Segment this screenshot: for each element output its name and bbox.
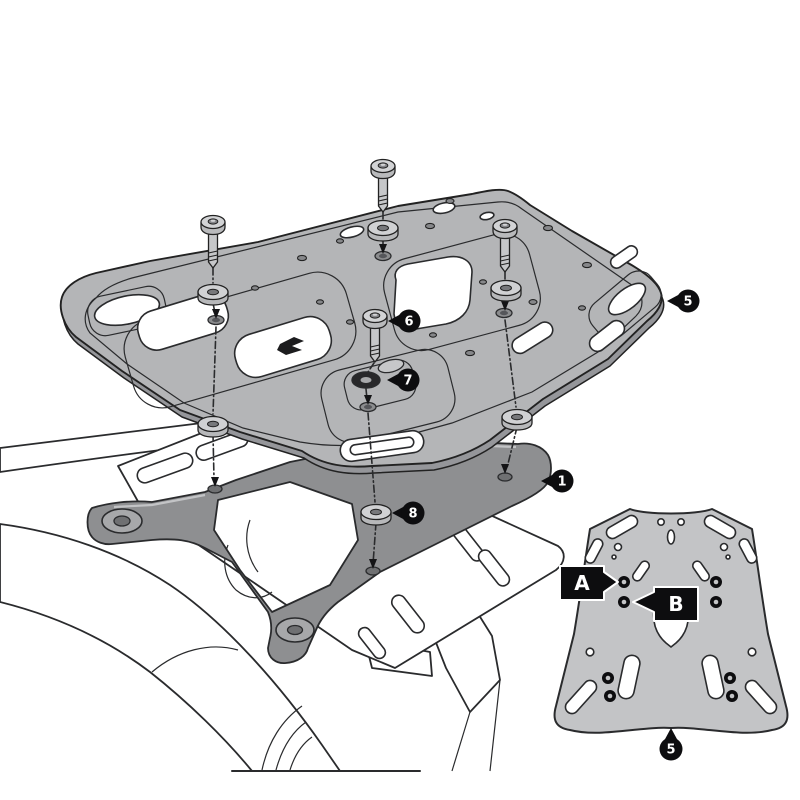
svg-text:5: 5 <box>683 295 692 310</box>
spacer-washer-8 <box>360 503 392 526</box>
motorcycle-rear-frame <box>0 409 565 772</box>
inset-label-a: A <box>559 565 619 601</box>
mount-boss <box>377 358 405 374</box>
svg-text:B: B <box>668 592 683 616</box>
svg-text:1: 1 <box>557 475 566 490</box>
callout-1: 1 <box>541 469 574 493</box>
svg-text:7: 7 <box>403 374 412 389</box>
rubber-grommet <box>351 371 381 389</box>
adapter-grommet-left <box>101 508 143 534</box>
spacer-washer-right <box>501 408 533 431</box>
bike-rack-slots <box>136 431 511 660</box>
inset-label-b: B <box>632 586 699 622</box>
inset-bolt-holes <box>602 576 738 702</box>
washer <box>197 283 229 306</box>
spacer-washer-left <box>197 415 229 438</box>
plate-screw-holes <box>207 250 513 413</box>
adapter-plate <box>86 439 552 664</box>
plate-small-holes <box>250 198 593 357</box>
adapter-grommet-bottom <box>275 617 315 643</box>
plate-cutouts <box>93 201 647 463</box>
washer <box>367 219 399 242</box>
fender-arcs <box>151 646 313 771</box>
svg-text:6: 6 <box>404 315 413 330</box>
callout-8: 8 <box>392 501 425 525</box>
svg-text:8: 8 <box>408 507 417 522</box>
right-handle-cutout <box>607 282 647 316</box>
callout-5-main: 5 <box>667 289 700 313</box>
callout-5-inset: 5 <box>659 728 683 761</box>
tail-lines <box>451 679 501 772</box>
frame-side-panel <box>0 523 341 772</box>
washer <box>490 279 522 302</box>
svg-text:5: 5 <box>666 743 675 758</box>
inset-rack-underside: A B 5 <box>553 508 789 761</box>
screw <box>370 158 396 213</box>
bike-rack-plate <box>117 409 565 669</box>
svg-text:A: A <box>574 571 590 595</box>
plate-contours <box>84 201 662 447</box>
brand-logo <box>277 337 304 355</box>
callouts: 5 6 7 8 1 <box>387 289 700 525</box>
callout-7: 7 <box>387 368 420 392</box>
callout-6: 6 <box>388 309 421 333</box>
adapter-screw-holes <box>207 472 513 576</box>
